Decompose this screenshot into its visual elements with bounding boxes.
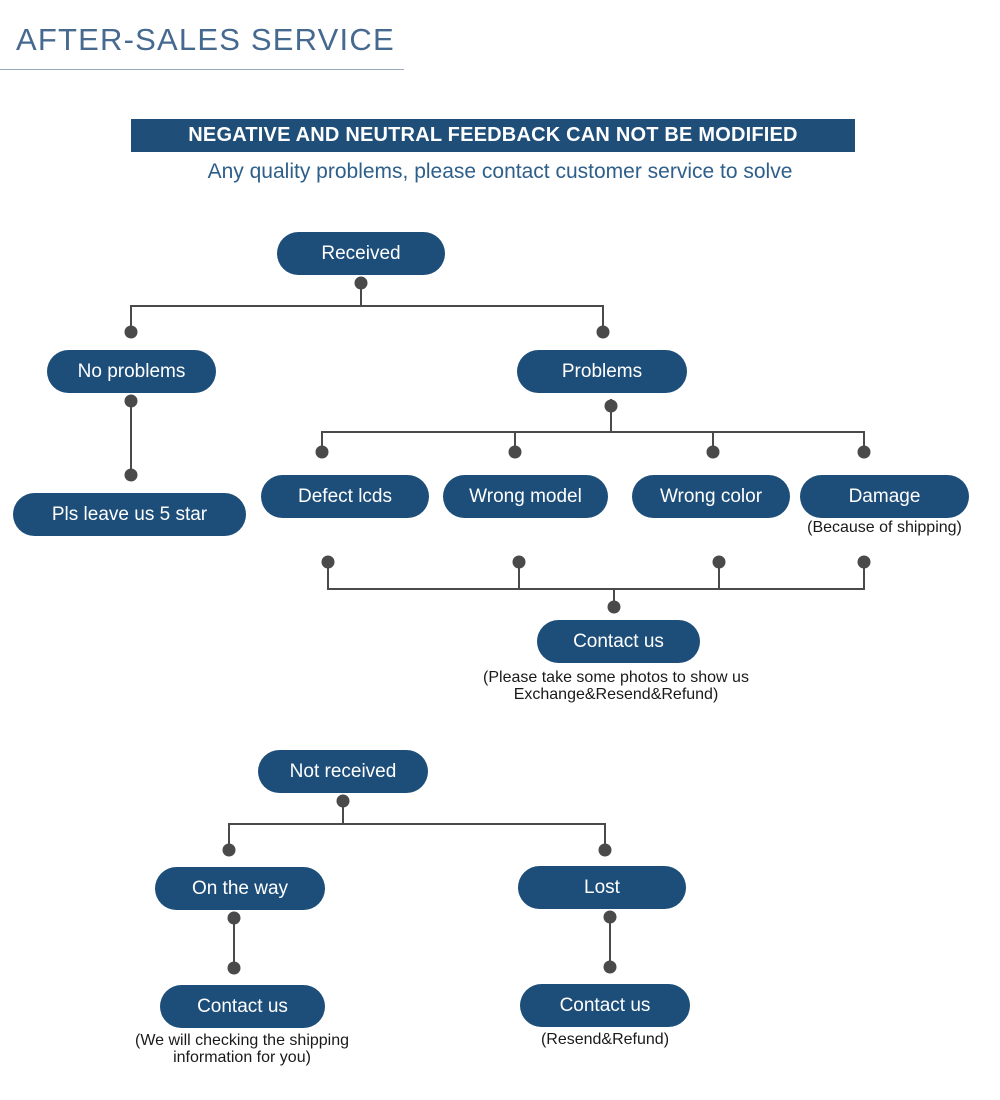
connector-dot-problems-out [604, 399, 618, 413]
connector-drop-defect-lcds [321, 431, 323, 452]
node-defect-lcds[interactable]: Defect lcds [261, 475, 429, 518]
feedback-banner-label: NEGATIVE AND NEUTRAL FEEDBACK CAN NOT BE… [188, 124, 798, 146]
connector-received-stem [360, 281, 362, 307]
connector-dot-no-problems [124, 325, 138, 339]
connector-dot-damage [857, 445, 871, 459]
node-no-problems[interactable]: No problems [47, 350, 216, 393]
connector-dot-five-star-in [124, 468, 138, 482]
node-on-the-way-label: On the way [191, 878, 289, 899]
node-damage[interactable]: Damage [800, 475, 969, 518]
connector-drop-wrong-model [514, 431, 516, 452]
node-not-received[interactable]: Not received [258, 750, 428, 793]
connector-problems-stem [610, 399, 612, 433]
connector-merge-riser-wrong-model [518, 562, 520, 590]
node-wrong-model-label: Wrong model [469, 486, 582, 507]
connector-dot-wrong-color [706, 445, 720, 459]
connector-no-problems-to-five-star [130, 399, 132, 477]
node-lost-label: Lost [584, 877, 620, 898]
connector-drop-lost [604, 823, 606, 850]
connector-lost-to-contact [609, 915, 611, 971]
connector-drop-wrong-color [712, 431, 714, 452]
node-contact-us-lost-label: Contact us [559, 995, 651, 1016]
connector-dot-problems [596, 325, 610, 339]
connector-drop-on-the-way [228, 823, 230, 850]
caption-contact-us-lost: (Resend&Refund) [540, 1031, 670, 1048]
connector-dot-merge-damage [857, 555, 871, 569]
connector-dot-contact-us [607, 600, 621, 614]
connector-dot-merge-defect-lcds [321, 555, 335, 569]
connector-dot-contact-us-shipping-in [227, 961, 241, 975]
node-pls-leave-five-star[interactable]: Pls leave us 5 star [13, 493, 246, 536]
connector-not-received-split-bar [229, 823, 606, 825]
connector-dot-not-received [336, 794, 350, 808]
page-title: AFTER-SALES SERVICE [16, 22, 395, 57]
page-subtitle: Any quality problems, please contact cus… [207, 160, 793, 183]
connector-dot-on-the-way-out [227, 911, 241, 925]
title-divider [0, 69, 404, 70]
connector-on-the-way-to-contact [233, 916, 235, 972]
connector-drop-no-problems [130, 305, 132, 332]
connector-drop-damage [863, 431, 865, 452]
connector-dot-defect-lcds [315, 445, 329, 459]
node-contact-us-on-the-way[interactable]: Contact us [160, 985, 325, 1028]
node-no-problems-label: No problems [77, 361, 186, 382]
connector-dot-merge-wrong-color [712, 555, 726, 569]
node-wrong-model[interactable]: Wrong model [443, 475, 608, 518]
connector-dot-no-problems-out [124, 394, 138, 408]
node-contact-us-problems[interactable]: Contact us [537, 620, 700, 663]
node-contact-us-on-the-way-label: Contact us [197, 996, 288, 1017]
connector-merge-riser-wrong-color [718, 562, 720, 590]
connector-merge-bar [327, 588, 865, 590]
connector-merge-stem [613, 588, 615, 610]
node-contact-us-problems-label: Contact us [573, 631, 664, 652]
connector-problems-split-bar [322, 431, 865, 433]
caption-damage: (Because of shipping) [807, 519, 962, 536]
connector-dot-wrong-model [508, 445, 522, 459]
feedback-banner: NEGATIVE AND NEUTRAL FEEDBACK CAN NOT BE… [131, 119, 855, 152]
node-pls-leave-five-star-label: Pls leave us 5 star [51, 504, 208, 525]
node-wrong-color[interactable]: Wrong color [632, 475, 790, 518]
node-received-label: Received [321, 243, 401, 264]
connector-drop-problems [602, 305, 604, 332]
node-problems-label: Problems [561, 361, 643, 382]
node-wrong-color-label: Wrong color [659, 486, 763, 507]
connector-merge-riser-damage [863, 562, 865, 590]
node-received[interactable]: Received [277, 232, 445, 275]
connector-dot-on-the-way [222, 843, 236, 857]
node-contact-us-lost[interactable]: Contact us [520, 984, 690, 1027]
node-problems[interactable]: Problems [517, 350, 687, 393]
connector-dot-lost-out [603, 910, 617, 924]
node-damage-label: Damage [848, 486, 921, 507]
node-defect-lcds-label: Defect lcds [298, 486, 392, 507]
connector-received-split-bar [131, 305, 604, 307]
caption-contact-us-on-the-way: (We will checking the shipping informati… [134, 1032, 350, 1066]
connector-dot-merge-wrong-model [512, 555, 526, 569]
connector-not-received-stem [342, 799, 344, 825]
connector-dot-lost [598, 843, 612, 857]
connector-dot-contact-us-refund-in [603, 960, 617, 974]
connector-merge-riser-defect-lcds [327, 562, 329, 590]
node-lost[interactable]: Lost [518, 866, 686, 909]
node-not-received-label: Not received [289, 761, 397, 782]
caption-contact-us-problems: (Please take some photos to show us Exch… [483, 669, 749, 703]
connector-dot-received [354, 276, 368, 290]
node-on-the-way[interactable]: On the way [155, 867, 325, 910]
